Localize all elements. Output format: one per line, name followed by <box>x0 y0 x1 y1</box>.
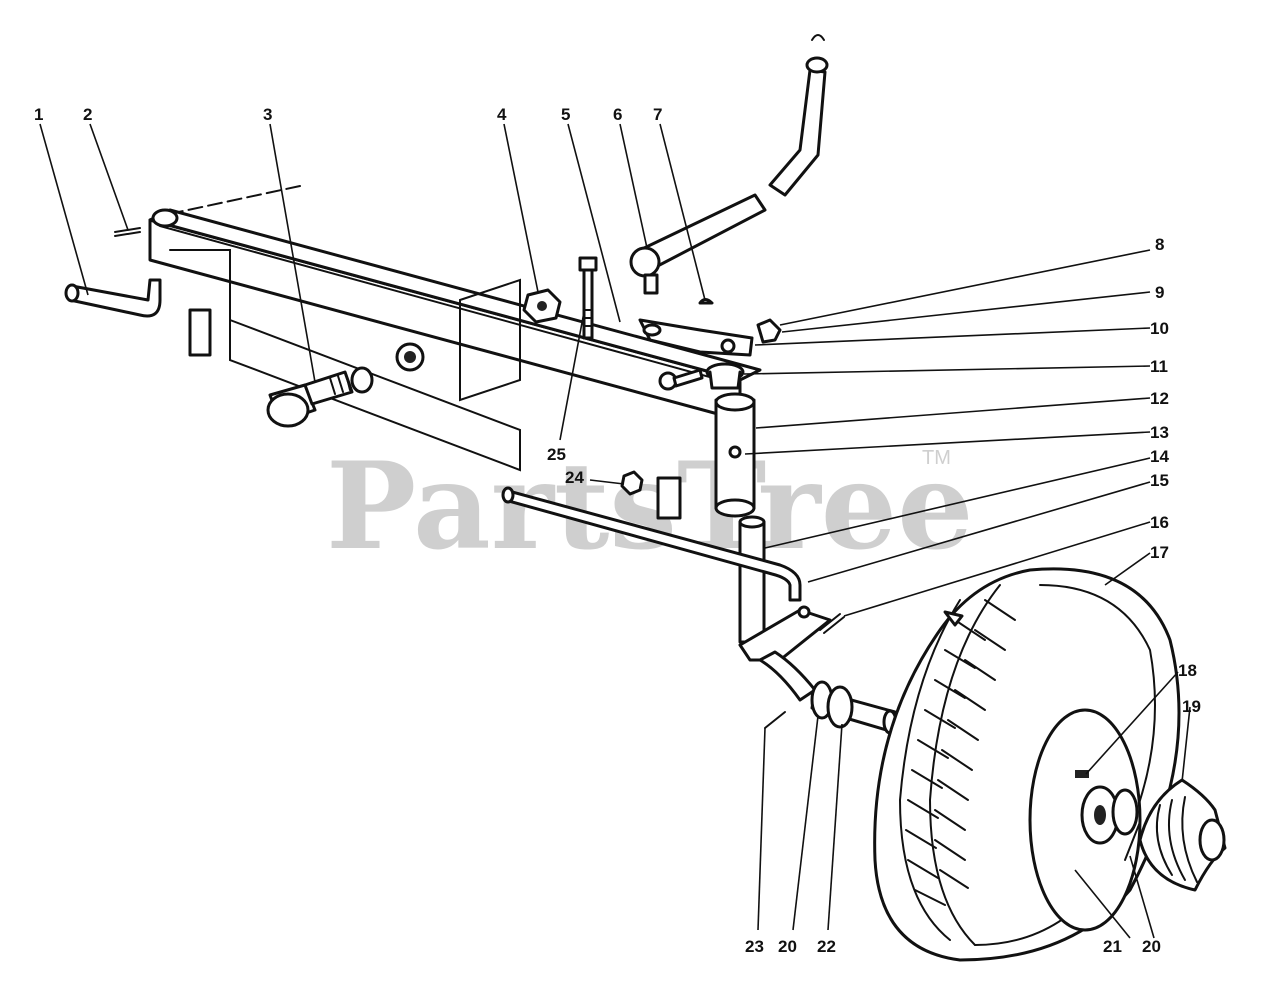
watermark: PartsTree TM <box>326 436 973 577</box>
part-5-steering-arm <box>638 318 754 357</box>
callout-12: 12 <box>1150 389 1169 408</box>
part-22-collar <box>826 685 854 729</box>
callout-5: 5 <box>561 105 570 124</box>
callout-4: 4 <box>497 105 507 124</box>
part-12-spindle-tube <box>714 392 756 518</box>
callout-22: 22 <box>817 937 836 956</box>
beam-lower-stub <box>656 476 682 520</box>
arm-bolt <box>658 368 704 391</box>
part-14-drag-link <box>501 486 802 602</box>
callout-2: 2 <box>83 105 92 124</box>
part-9-nut <box>756 318 782 344</box>
callout-21: 21 <box>1103 937 1122 956</box>
left-pivot-pin <box>151 208 212 357</box>
callout-labels: 1 2 3 4 5 6 7 8 9 10 11 12 13 14 15 16 1… <box>34 105 1201 956</box>
part-1-rod <box>64 278 162 318</box>
part-10-bushing <box>705 362 745 390</box>
part-19-hubcap <box>1124 778 1227 892</box>
callout-13: 13 <box>1150 423 1169 442</box>
wheel-axle <box>764 680 898 735</box>
callout-19: 19 <box>1182 697 1201 716</box>
callout-6: 6 <box>613 105 622 124</box>
leader-lines <box>39 123 1191 939</box>
part-25-bolt <box>578 256 598 340</box>
callout-23: 23 <box>745 937 764 956</box>
watermark-text: PartsTree <box>326 436 973 577</box>
callout-18: 18 <box>1178 661 1197 680</box>
part-3-bolt <box>266 370 354 428</box>
callout-14: 14 <box>1150 447 1169 466</box>
part-13-spindle <box>738 515 832 702</box>
watermark-trademark: TM <box>922 447 951 469</box>
part-7-key <box>698 298 714 305</box>
callout-25: 25 <box>547 445 566 464</box>
callout-8: 8 <box>1155 235 1164 254</box>
part-16-cotter-pin <box>819 613 845 634</box>
callout-11: 11 <box>1150 357 1168 376</box>
callout-3: 3 <box>263 105 272 124</box>
callout-9: 9 <box>1155 283 1164 302</box>
callout-15: 15 <box>1150 471 1169 490</box>
callout-10: 10 <box>1150 319 1169 338</box>
part-6-tie-rod-end <box>629 34 829 295</box>
callout-7: 7 <box>653 105 662 124</box>
callout-17: 17 <box>1150 543 1169 562</box>
callout-1: 1 <box>34 105 43 124</box>
callout-16: 16 <box>1150 513 1169 532</box>
axle-beam <box>148 185 762 472</box>
part-17-tire <box>873 567 1181 962</box>
part-24-nut <box>620 470 644 496</box>
callout-20-wheel: 20 <box>1142 937 1161 956</box>
callout-20-axle: 20 <box>778 937 797 956</box>
part-4-nut <box>522 288 562 324</box>
callout-24: 24 <box>565 468 584 487</box>
